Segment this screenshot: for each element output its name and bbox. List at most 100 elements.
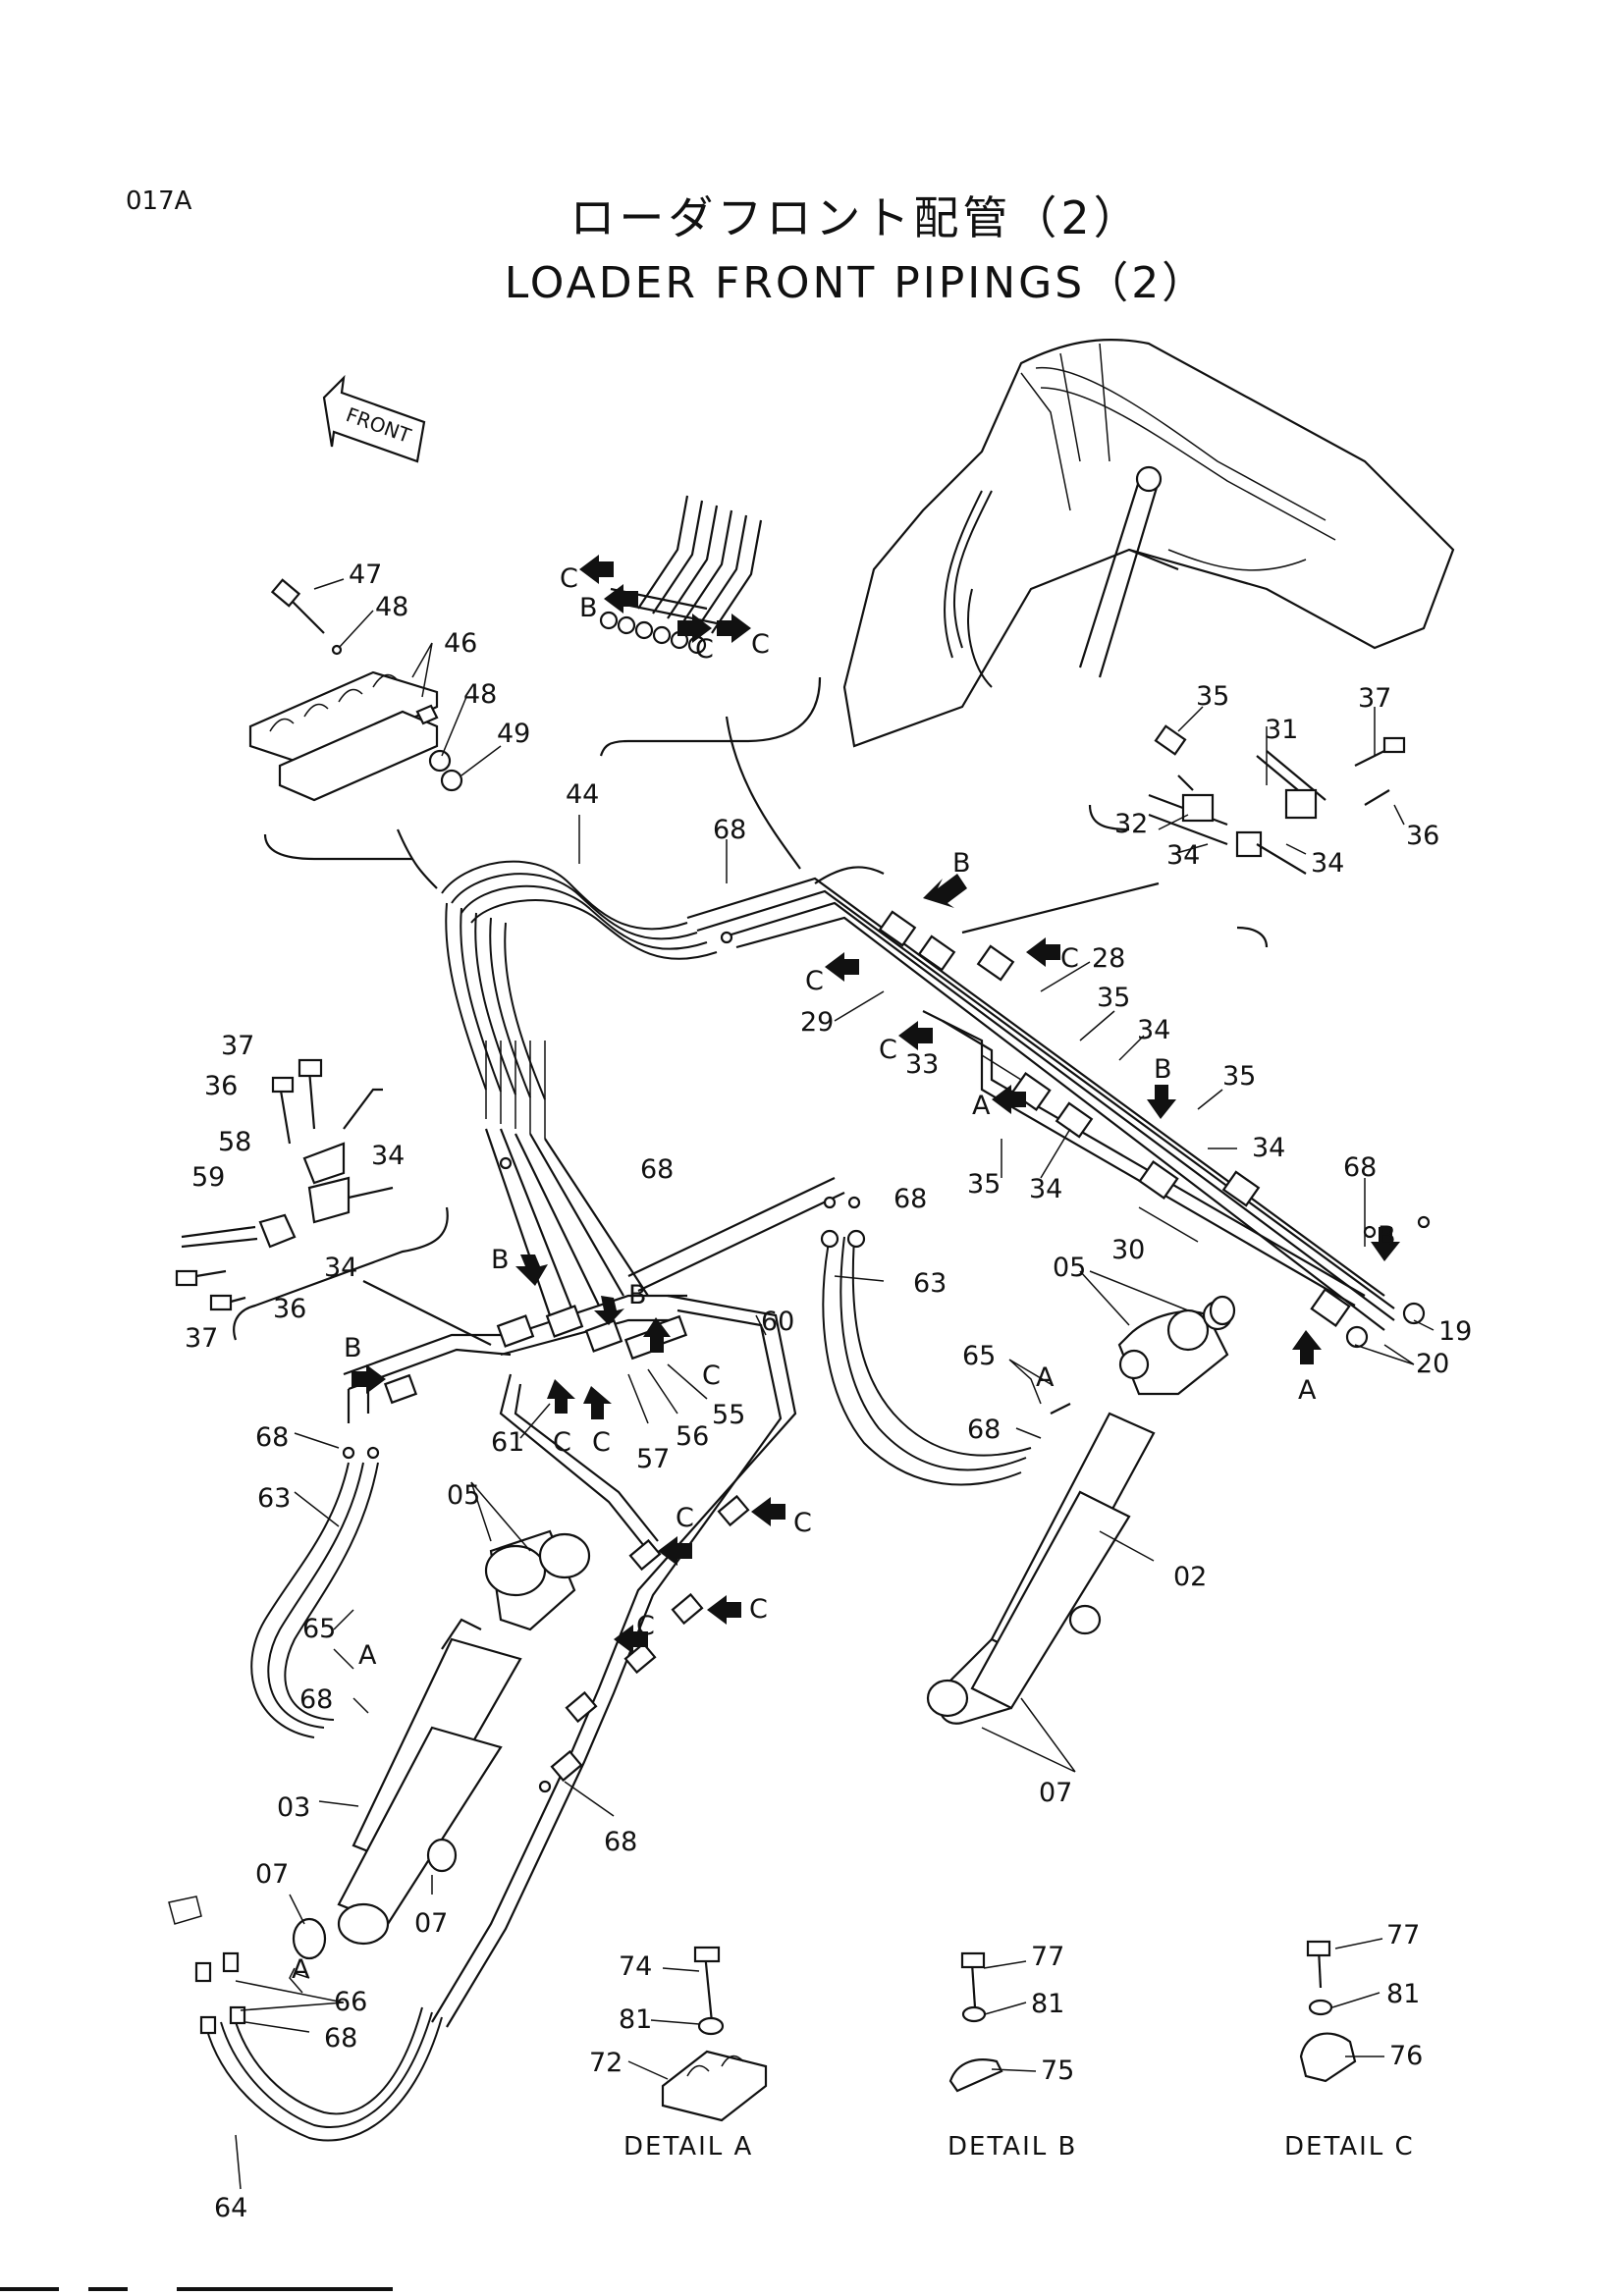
part-49: 49: [497, 719, 530, 749]
part-68: 68: [967, 1415, 1001, 1445]
arrow-label-c: C: [749, 1594, 768, 1625]
part-37: 37: [185, 1323, 218, 1354]
hose-63-right: [820, 1229, 1032, 1486]
arrow-label-c: C: [592, 1427, 611, 1458]
arrow-letters: C B C C B C C C B A B A B B C C C B C C …: [292, 563, 1396, 1985]
arrow-label-c: C: [702, 1361, 721, 1391]
page-code: 017A: [126, 187, 192, 216]
clamp-detail-right: [1148, 724, 1406, 875]
arrow-label-a: A: [358, 1640, 377, 1671]
arrow-label-b: B: [344, 1333, 362, 1363]
page-title-japanese: ローダフロント配管（2）: [569, 191, 1143, 244]
detail-a-caption: DETAIL A: [623, 2132, 753, 2162]
part-34: 34: [1252, 1133, 1285, 1163]
part-81: 81: [1031, 1989, 1064, 2019]
part-36: 36: [204, 1071, 238, 1101]
part-30: 30: [1111, 1235, 1145, 1265]
front-direction-arrow: FRONT: [322, 374, 426, 463]
part-33: 33: [905, 1049, 939, 1080]
detail-b-caption: DETAIL B: [947, 2132, 1077, 2162]
section-arrows: [352, 555, 1400, 1654]
arrow-label-a: A: [972, 1091, 991, 1121]
part-36: 36: [1406, 821, 1439, 851]
center-pipe-junction: [343, 1128, 845, 1423]
hose-bundle-44: [441, 860, 718, 1139]
leader-lines: [235, 578, 1435, 2190]
pipe-clamps: [878, 910, 1426, 1349]
part-34: 34: [1311, 848, 1344, 879]
part-37: 37: [221, 1031, 254, 1061]
hose-64: [168, 1896, 443, 2142]
part-77: 77: [1386, 1920, 1420, 1950]
part-07: 07: [1039, 1778, 1072, 1808]
arrow-label-b: B: [1154, 1054, 1172, 1085]
footer-rule: [0, 2287, 59, 2291]
part-63: 63: [257, 1483, 291, 1514]
part-34: 34: [324, 1253, 357, 1283]
part-66: 66: [334, 1987, 367, 2017]
part-31: 31: [1265, 715, 1298, 745]
footer-rule: [177, 2287, 393, 2291]
arrow-label-b: B: [628, 1280, 647, 1310]
detail-a-drawing: [661, 1946, 768, 2122]
arrow-label-c: C: [793, 1508, 812, 1538]
part-37: 37: [1358, 683, 1391, 714]
part-20: 20: [1416, 1349, 1449, 1379]
part-07: 07: [255, 1859, 289, 1890]
part-48: 48: [375, 592, 408, 622]
part-35: 35: [967, 1169, 1001, 1200]
part-77: 77: [1031, 1942, 1064, 1972]
arrow-label-c: C: [636, 1611, 655, 1641]
arrow-label-b: B: [491, 1245, 510, 1275]
part-68: 68: [713, 815, 746, 845]
part-68: 68: [604, 1827, 637, 1857]
cylinder-02: [926, 1295, 1236, 1725]
page-title-english: LOADER FRONT PIPINGS（2）: [504, 258, 1209, 308]
part-68: 68: [324, 2023, 357, 2054]
part-02: 02: [1173, 1562, 1207, 1592]
part-75: 75: [1041, 2056, 1074, 2086]
part-03: 03: [277, 1792, 310, 1823]
part-65: 65: [302, 1614, 336, 1644]
part-36: 36: [273, 1294, 306, 1324]
part-05: 05: [447, 1480, 480, 1511]
part-58: 58: [218, 1127, 251, 1157]
part-68: 68: [255, 1422, 289, 1453]
part-76: 76: [1389, 2041, 1423, 2071]
cylinder-03: [292, 1529, 591, 1960]
part-72: 72: [589, 2048, 623, 2078]
part-05: 05: [1053, 1253, 1086, 1283]
part-34: 34: [1029, 1174, 1062, 1204]
arrow-label-b: B: [1378, 1221, 1396, 1252]
arrow-label-a: A: [292, 1954, 310, 1985]
part-35: 35: [1196, 681, 1229, 712]
detail-c-drawing: [1299, 1940, 1357, 2083]
part-numbers: 47 48 46 48 49 44 68 35 31 37 32 34 34 3…: [185, 560, 1472, 2223]
part-29: 29: [800, 1007, 834, 1038]
arrow-label-c: C: [676, 1503, 694, 1533]
arrow-label-b: B: [952, 848, 971, 879]
part-34: 34: [1166, 840, 1200, 871]
part-81: 81: [1386, 1979, 1420, 2009]
part-60: 60: [761, 1307, 794, 1337]
detail-c-caption: DETAIL C: [1284, 2132, 1415, 2162]
part-74: 74: [619, 1951, 652, 1982]
part-28: 28: [1092, 943, 1125, 974]
arrow-label-c: C: [1060, 943, 1079, 974]
part-34: 34: [1137, 1015, 1170, 1045]
clamp-exploded-view: [248, 578, 463, 802]
footer-rule: [88, 2287, 128, 2291]
part-07: 07: [414, 1908, 448, 1939]
arrow-label-c: C: [751, 629, 770, 660]
part-44: 44: [566, 779, 599, 810]
main-pipe-run: [686, 866, 1395, 1331]
part-68: 68: [1343, 1152, 1377, 1183]
detail-b-drawing: [948, 1951, 1003, 2093]
arrow-label-a: A: [1298, 1375, 1317, 1406]
arrow-label-c: C: [805, 966, 824, 996]
part-68: 68: [893, 1184, 927, 1214]
part-32: 32: [1114, 809, 1148, 839]
boom-structure: [842, 338, 1455, 748]
part-57: 57: [636, 1444, 670, 1474]
